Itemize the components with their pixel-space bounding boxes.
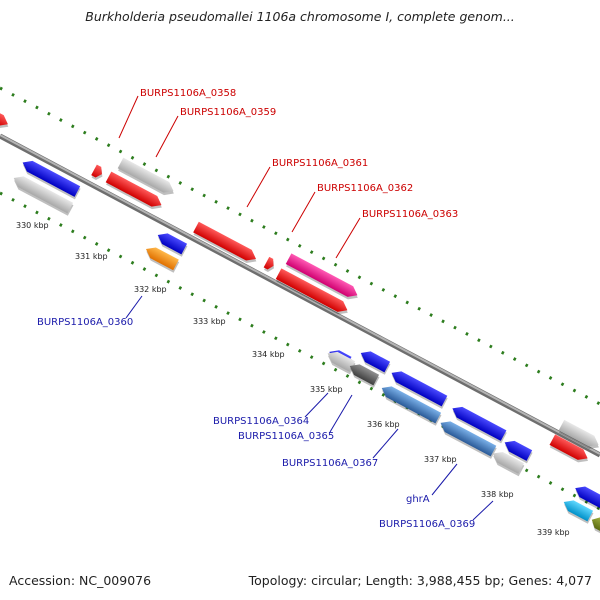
gene-arrow-burps1106a-0362[interactable]: [275, 268, 352, 318]
gene-arrow-body[interactable]: [450, 403, 507, 441]
gene-arrow-burps1106a-0359[interactable]: [105, 171, 166, 213]
scale-label: 330 kbp: [16, 221, 49, 230]
scale-label: 331 kbp: [75, 252, 108, 261]
gene-arrow-blue-right[interactable]: [571, 483, 600, 514]
gene-arrow-body[interactable]: [193, 221, 259, 265]
gene-label-burps1106a-0363[interactable]: BURPS1106A_0363: [362, 209, 458, 220]
inner-tick-row: [0, 191, 600, 511]
gene-arrow-body[interactable]: [549, 434, 591, 463]
leader-line: [125, 295, 143, 319]
gene-label-burps1106a-0362[interactable]: BURPS1106A_0362: [317, 183, 413, 194]
scale-label: 339 kbp: [537, 528, 570, 537]
gene-arrow-grey-upstream[interactable]: [10, 173, 74, 216]
gene-arrow-body[interactable]: [347, 361, 380, 386]
gene-arrow-body[interactable]: [275, 268, 351, 315]
gene-arrow-red-right[interactable]: [549, 434, 592, 466]
gene-arrow-body[interactable]: [389, 368, 448, 407]
forward-gene-labels: BURPS1106A_0358 BURPS1106A_0359 BURPS110…: [140, 88, 458, 220]
chromosome-backbone: [0, 133, 600, 458]
leader-line: [118, 95, 139, 139]
gene-arrow-burps1106a-0358[interactable]: [117, 157, 178, 199]
gene-arrow-body[interactable]: [572, 483, 600, 512]
gene-label-burps1106a-0359[interactable]: BURPS1106A_0359: [180, 107, 276, 118]
scale-label: 333 kbp: [193, 317, 226, 326]
gene-arrow-burps1106a-0363[interactable]: [285, 253, 362, 303]
gene-label-burps1106a-0361[interactable]: BURPS1106A_0361: [272, 158, 368, 169]
gene-arrow-body[interactable]: [91, 164, 105, 180]
outer-tick-row: [0, 86, 600, 406]
gene-arrow-tiny-red[interactable]: [263, 256, 278, 274]
gene-label-burps1106a-0360[interactable]: BURPS1106A_0360: [37, 317, 133, 328]
gene-arrow-blue-upstream[interactable]: [19, 157, 82, 200]
gene-arrow-body[interactable]: [105, 171, 165, 211]
scale-labels: 330 kbp 331 kbp 332 kbp 333 kbp 334 kbp …: [16, 221, 570, 537]
leader-line: [155, 115, 179, 158]
gene-arrow-blue-small[interactable]: [154, 230, 188, 257]
leader-line: [472, 500, 494, 521]
gene-arrow-body[interactable]: [490, 448, 524, 474]
accession-info: Accession: NC_009076: [9, 573, 152, 588]
gene-arrow-burps1106a-0361[interactable]: [192, 221, 260, 267]
gene-arrow-body[interactable]: [155, 230, 188, 255]
leader-line: [329, 394, 353, 433]
gene-arrow-blue-337[interactable]: [449, 403, 508, 444]
leader-line: [304, 392, 329, 418]
gene-arrow-body[interactable]: [325, 348, 356, 372]
scale-label: 332 kbp: [134, 285, 167, 294]
gene-arrow-body[interactable]: [438, 418, 497, 457]
gene-arrow-body[interactable]: [11, 173, 74, 214]
gene-features[interactable]: [0, 110, 600, 535]
gene-arrow-body[interactable]: [143, 244, 179, 271]
scale-label: 337 kbp: [424, 455, 457, 464]
gene-arrow-body[interactable]: [285, 253, 361, 300]
gene-arrow-body[interactable]: [379, 383, 442, 424]
scale-label: 335 kbp: [310, 385, 343, 394]
gene-arrow-blue-336[interactable]: [388, 368, 449, 409]
gene-arrow-upstream-red[interactable]: [0, 110, 12, 132]
gene-arrow-burps1106a-0360[interactable]: [142, 244, 180, 273]
gene-arrow-burps1106a-0364[interactable]: [324, 348, 357, 375]
genome-title: Burkholderia pseudomallei 1106a chromoso…: [85, 9, 515, 24]
gene-arrow-burps1106a-0367[interactable]: [378, 383, 442, 426]
leader-line: [246, 166, 271, 208]
gene-label-burps1106a-0369[interactable]: BURPS1106A_0369: [379, 519, 475, 530]
gene-arrow-burps1106a-0369[interactable]: [560, 497, 594, 524]
scale-label: 338 kbp: [481, 490, 514, 499]
gene-label-burps1106a-0365[interactable]: BURPS1106A_0365: [238, 431, 334, 442]
gene-arrow-burps1106a-0365[interactable]: [346, 361, 380, 388]
gene-arrow-body[interactable]: [117, 157, 177, 197]
gene-arrow-blue-335[interactable]: [357, 348, 391, 375]
gene-label-burps1106a-0364[interactable]: BURPS1106A_0364: [213, 416, 309, 427]
gene-arrow-body[interactable]: [589, 514, 600, 532]
leader-line: [335, 217, 361, 259]
scale-label: 334 kbp: [252, 350, 285, 359]
gene-arrow-body[interactable]: [0, 110, 11, 129]
leader-line: [291, 191, 316, 233]
gene-arrow-grey-338[interactable]: [489, 448, 525, 477]
gene-label-burps1106a-0367[interactable]: BURPS1106A_0367: [282, 458, 378, 469]
scale-label: 336 kbp: [367, 420, 400, 429]
gene-arrow-body[interactable]: [20, 157, 81, 197]
gene-arrow-body[interactable]: [558, 419, 600, 450]
gene-arrow-blue-338[interactable]: [501, 437, 534, 464]
gene-arrow-body[interactable]: [502, 437, 533, 461]
label-leader-lines: [118, 95, 494, 521]
gene-arrow-body[interactable]: [561, 497, 594, 522]
leader-line: [431, 463, 458, 496]
reverse-gene-labels: BURPS1106A_0360 BURPS1106A_0364 BURPS110…: [37, 317, 475, 530]
gene-arrow-grey-right[interactable]: [558, 419, 600, 453]
gene-label-burps1106a-0358[interactable]: BURPS1106A_0358: [140, 88, 236, 99]
gene-arrow-body[interactable]: [358, 348, 391, 373]
gene-label-ghra[interactable]: ghrA: [406, 494, 430, 505]
gene-arrow-small-red[interactable]: [90, 164, 106, 182]
leader-line: [372, 428, 399, 459]
gene-arrow-ghra[interactable]: [437, 418, 498, 459]
gene-arrow-body[interactable]: [263, 256, 277, 271]
topology-info: Topology: circular; Length: 3,988,455 bp…: [248, 573, 592, 588]
